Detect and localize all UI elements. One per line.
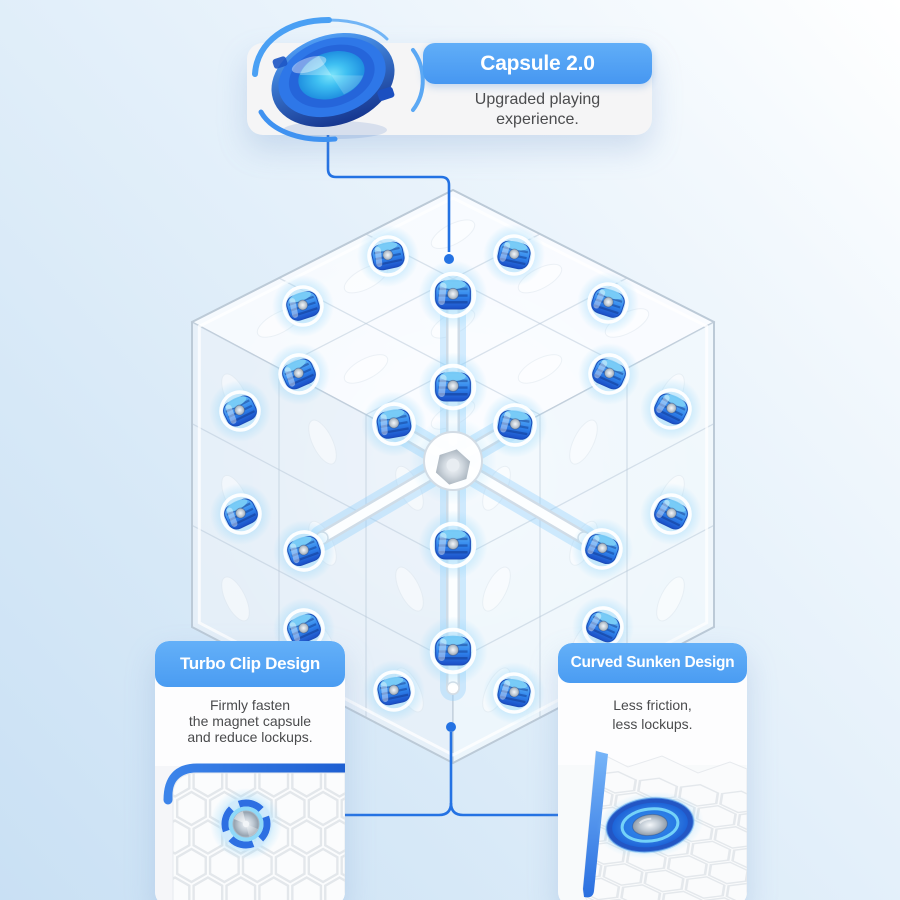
cube-outline xyxy=(191,188,715,765)
magnet-capsule xyxy=(210,483,272,545)
callout-card-curved-sunken: Curved Sunken Design Less friction, less… xyxy=(558,643,747,900)
turbo-description-line2: the magnet capsule xyxy=(188,713,312,729)
capsule-description-line1: Upgraded playing xyxy=(474,91,601,108)
curved-description-line2: less lockups. xyxy=(612,716,693,732)
magnet-capsule xyxy=(272,275,334,337)
swirl-arc-top-tail xyxy=(327,18,389,41)
capsule-title-banner: Capsule 2.0 xyxy=(423,43,652,84)
capsule-disc xyxy=(271,32,395,128)
turbo-title-banner: Turbo Clip Design xyxy=(155,641,345,687)
connector-top xyxy=(326,132,451,252)
capsule-description: Upgraded playing experience. xyxy=(423,90,652,130)
magnet-capsule-icon xyxy=(252,17,425,142)
callout-connectors xyxy=(326,132,558,817)
magnet-capsule xyxy=(572,596,634,658)
magnet-capsule xyxy=(483,224,545,286)
magnet-capsule xyxy=(361,391,427,457)
magnet-capsule xyxy=(268,343,330,405)
curved-description: Less friction, less lockups. xyxy=(558,696,747,734)
magnet-capsule xyxy=(482,392,548,458)
magnet-capsule xyxy=(578,343,640,405)
swirl-arc-bottom xyxy=(258,109,338,142)
connector-bottom-dot xyxy=(446,722,456,732)
sunken-capsule xyxy=(596,791,704,859)
magnet-capsule xyxy=(357,225,419,287)
magnet-capsule xyxy=(209,380,271,442)
connector-bottom-right xyxy=(449,802,558,817)
magnet-capsules xyxy=(209,224,702,724)
magnet-capsule xyxy=(418,616,488,686)
curved-title: Curved Sunken Design xyxy=(570,654,735,671)
magnet-capsule xyxy=(418,510,488,580)
magnet-capsule xyxy=(273,520,335,582)
capsule-description-line2: experience. xyxy=(496,111,579,128)
magnet-capsule xyxy=(418,352,488,422)
turbo-description-line3: and reduce lockups. xyxy=(187,729,313,745)
corner-blue-edge xyxy=(163,763,345,805)
curved-sunken-photo xyxy=(558,750,747,900)
cube-core xyxy=(409,417,497,505)
magnet-capsule xyxy=(363,660,425,722)
curved-description-line1: Less friction, xyxy=(613,697,692,713)
curved-title-banner: Curved Sunken Design xyxy=(558,643,747,683)
turbo-description: Firmly fasten the magnet capsule and red… xyxy=(155,697,345,745)
magnet-capsule xyxy=(577,272,639,334)
turbo-title: Turbo Clip Design xyxy=(179,654,321,673)
swirl-arc-top xyxy=(252,17,332,77)
magnet-capsule xyxy=(640,378,702,440)
magnet-capsule xyxy=(571,518,633,580)
capsule-title: Capsule 2.0 xyxy=(480,51,595,75)
swirl-arc-right xyxy=(411,48,425,112)
magnet-capsule xyxy=(418,260,488,330)
connector-top-dot xyxy=(444,254,454,264)
magnet-capsule xyxy=(640,483,702,545)
turbo-clip-photo xyxy=(155,763,345,900)
side-blue-edge xyxy=(583,751,608,898)
magnet-capsule xyxy=(483,662,545,724)
callout-card-turbo-clip: Turbo Clip Design Firmly fasten the magn… xyxy=(155,641,345,900)
turbo-description-line1: Firmly fasten xyxy=(209,697,291,713)
capsule-socket xyxy=(210,788,282,860)
